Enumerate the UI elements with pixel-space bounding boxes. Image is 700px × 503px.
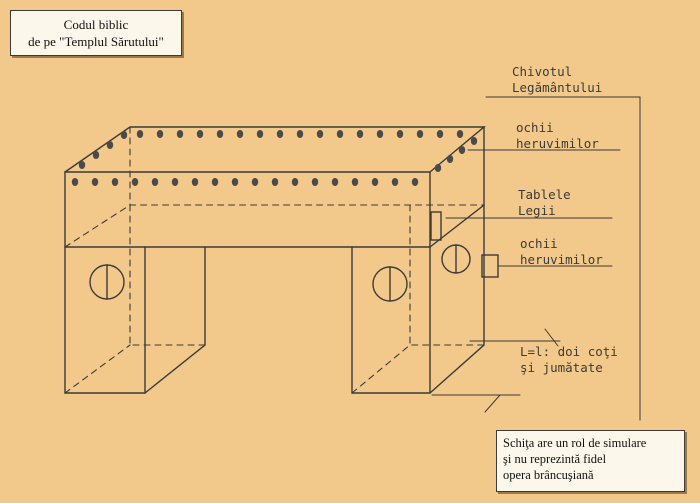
lintel-dot: [106, 141, 114, 149]
lintel-dot: [216, 130, 224, 138]
lintel-dot: [211, 178, 219, 186]
label-ochii-top-2: heruvimilor: [516, 136, 599, 151]
title-box: Codul biblic de pe "Templul Sărutului": [10, 10, 182, 56]
lintel-dot: [411, 178, 419, 186]
label-tablele-2: Legii: [518, 203, 556, 218]
lintel-dot: [231, 178, 239, 186]
lintel-dot: [434, 164, 442, 172]
left-leg-side: [144, 246, 206, 394]
lintel-dot: [371, 178, 379, 186]
sketch-lines: [64, 96, 641, 421]
title-line-2: de pe "Templul Sărutului": [28, 34, 164, 49]
right-leg-side: [429, 204, 485, 394]
lintel-dot: [470, 137, 478, 145]
lintel-dot: [356, 130, 364, 138]
lintel-dot: [376, 130, 384, 138]
lintel-dot: [296, 130, 304, 138]
lintel-dot: [196, 130, 204, 138]
lintel-dot: [331, 178, 339, 186]
note-line-3: opera brâncuşiană: [503, 468, 594, 482]
lintel-dot: [336, 130, 344, 138]
lintel-dot: [291, 178, 299, 186]
note-line-2: şi nu reprezintă fidel: [503, 452, 607, 466]
lintel-dot: [396, 130, 404, 138]
left-leg: [64, 246, 146, 394]
right-leg: [351, 246, 431, 394]
lintel-dot: [71, 178, 79, 186]
lintel-dot: [92, 151, 100, 159]
label-ochii-side-1: ochii: [520, 236, 558, 251]
lintel-dot: [456, 130, 464, 138]
lintel-dot: [136, 130, 144, 138]
label-dimension-1: L=l: doi coţi: [520, 344, 618, 359]
lintel-dot: [111, 178, 119, 186]
lintel-dot: [191, 178, 199, 186]
lintel-dot: [446, 155, 454, 163]
title-line-1: Codul biblic: [63, 17, 129, 32]
lintel-dot: [131, 178, 139, 186]
lintel-dot: [151, 178, 159, 186]
lintel-dot: [120, 131, 128, 139]
large-eyes: [89, 244, 471, 302]
label-chivotul-1: Chivotul: [512, 64, 572, 79]
label-ochii-top-1: ochii: [516, 120, 554, 135]
lintel-dot: [311, 178, 319, 186]
lintel-dot: [276, 130, 284, 138]
lintel-dot: [271, 178, 279, 186]
label-ochii-side-2: heruvimilor: [520, 252, 603, 267]
lintel-dot: [351, 178, 359, 186]
label-chivotul-2: Legământului: [512, 80, 602, 95]
lintel-dot: [156, 130, 164, 138]
lintel-dot: [256, 130, 264, 138]
lintel-dot: [171, 178, 179, 186]
lintel-dot: [91, 178, 99, 186]
pointer-lines: [431, 96, 641, 421]
lintel-dot: [176, 130, 184, 138]
lintel-dot: [458, 146, 466, 154]
lintel-top: [64, 126, 486, 173]
lintel-dots: [71, 130, 478, 186]
lintel-dot: [391, 178, 399, 186]
hidden-edges: [64, 126, 485, 394]
lintel-dot: [316, 130, 324, 138]
tablets-slot: [430, 211, 442, 241]
note-line-1: Schiţa are un rol de simulare: [503, 436, 647, 450]
lintel-dot: [78, 161, 86, 169]
lintel-dot: [436, 130, 444, 138]
disclaimer-note: Schiţa are un rol de simulare şi nu repr…: [496, 430, 685, 492]
label-tablele-1: Tablele: [518, 187, 571, 202]
lintel-side: [429, 126, 485, 248]
lintel-dot: [416, 130, 424, 138]
lintel-dot: [236, 130, 244, 138]
lintel-dot: [251, 178, 259, 186]
label-dimension-2: şi jumătate: [520, 360, 603, 375]
